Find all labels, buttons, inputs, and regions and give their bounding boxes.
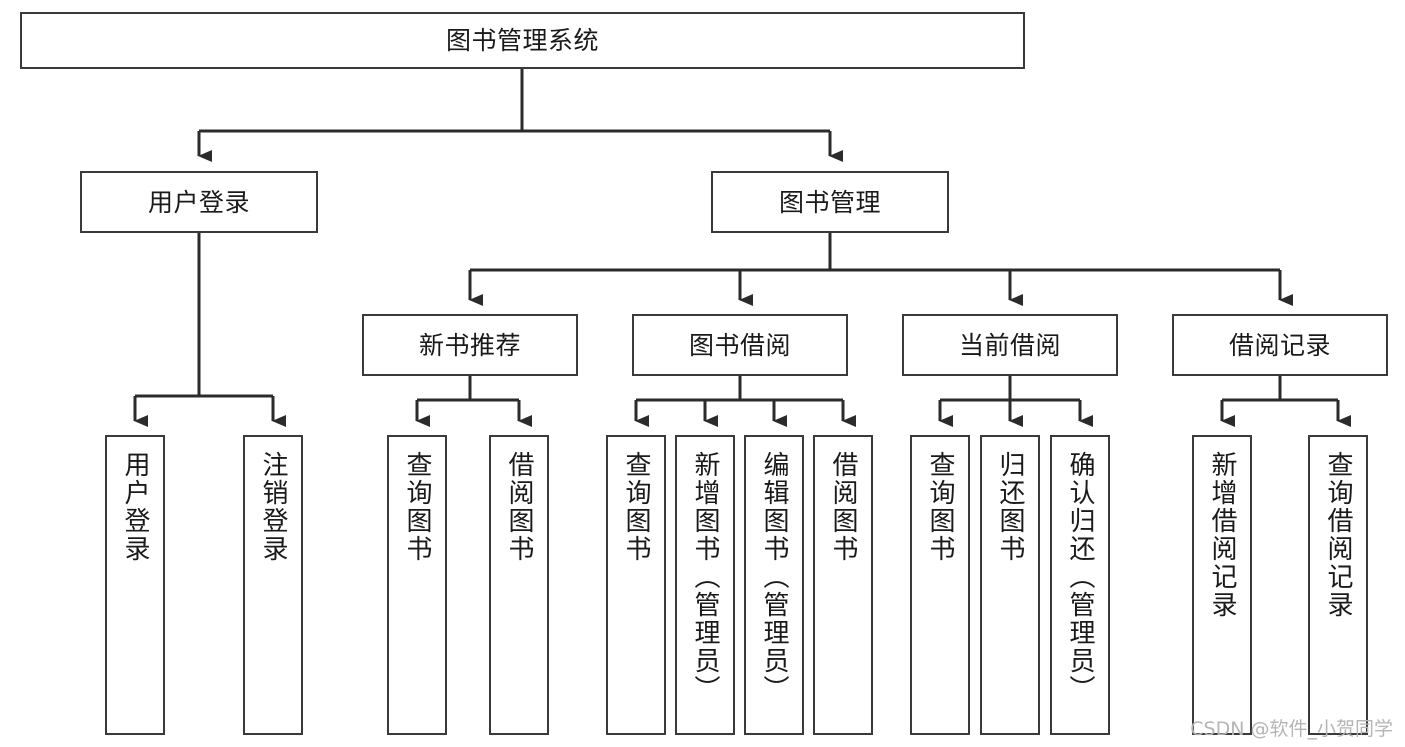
node-book-manage[interactable]: 图书管理 <box>711 171 949 233</box>
node-leaf-borrow-book-1[interactable]: 借阅图书 <box>489 435 549 735</box>
node-current-borrow-label: 当前借阅 <box>958 330 1061 360</box>
node-leaf-return-book-label: 归还图书 <box>995 451 1025 563</box>
node-leaf-confirm-return-label: 确认归还（管理员） <box>1065 451 1095 703</box>
node-book-manage-label: 图书管理 <box>778 187 881 217</box>
node-user-login-label: 用户登录 <box>147 187 250 217</box>
node-leaf-add-record[interactable]: 新增借阅记录 <box>1192 435 1252 735</box>
node-book-borrow-label: 图书借阅 <box>688 330 791 360</box>
node-leaf-query-record-label: 查询借阅记录 <box>1323 451 1353 619</box>
node-leaf-query-record[interactable]: 查询借阅记录 <box>1308 435 1368 735</box>
node-leaf-edit-book-label: 编辑图书（管理员） <box>759 451 789 703</box>
node-leaf-query-book-2[interactable]: 查询图书 <box>606 435 666 735</box>
node-leaf-borrow-book-2[interactable]: 借阅图书 <box>813 435 873 735</box>
node-leaf-user-login-label: 用户登录 <box>120 451 150 563</box>
node-borrow-record[interactable]: 借阅记录 <box>1172 314 1388 376</box>
node-leaf-add-book-label: 新增图书（管理员） <box>690 451 720 703</box>
node-leaf-borrow-book-1-label: 借阅图书 <box>504 451 534 563</box>
node-leaf-edit-book[interactable]: 编辑图书（管理员） <box>744 435 804 735</box>
node-leaf-confirm-return[interactable]: 确认归还（管理员） <box>1050 435 1110 735</box>
node-leaf-user-login[interactable]: 用户登录 <box>105 435 165 735</box>
node-new-book-rec[interactable]: 新书推荐 <box>362 314 578 376</box>
node-leaf-add-record-label: 新增借阅记录 <box>1207 451 1237 619</box>
node-leaf-user-logout[interactable]: 注销登录 <box>243 435 303 735</box>
csdn-watermark: CSDN @软件_小贺同学 <box>1190 718 1393 740</box>
node-root-label: 图书管理系统 <box>445 26 599 55</box>
node-leaf-query-book-3[interactable]: 查询图书 <box>910 435 970 735</box>
node-current-borrow[interactable]: 当前借阅 <box>902 314 1118 376</box>
node-leaf-return-book[interactable]: 归还图书 <box>980 435 1040 735</box>
node-leaf-user-logout-label: 注销登录 <box>258 451 288 563</box>
node-new-book-rec-label: 新书推荐 <box>418 330 521 360</box>
node-leaf-add-book[interactable]: 新增图书（管理员） <box>675 435 735 735</box>
node-borrow-record-label: 借阅记录 <box>1228 330 1331 360</box>
node-leaf-query-book-3-label: 查询图书 <box>925 451 955 563</box>
node-leaf-query-book-2-label: 查询图书 <box>621 451 651 563</box>
node-leaf-query-book-1-label: 查询图书 <box>402 451 432 563</box>
node-leaf-borrow-book-2-label: 借阅图书 <box>828 451 858 563</box>
node-root[interactable]: 图书管理系统 <box>20 12 1025 69</box>
node-user-login[interactable]: 用户登录 <box>80 171 318 233</box>
node-book-borrow[interactable]: 图书借阅 <box>632 314 848 376</box>
node-leaf-query-book-1[interactable]: 查询图书 <box>387 435 447 735</box>
